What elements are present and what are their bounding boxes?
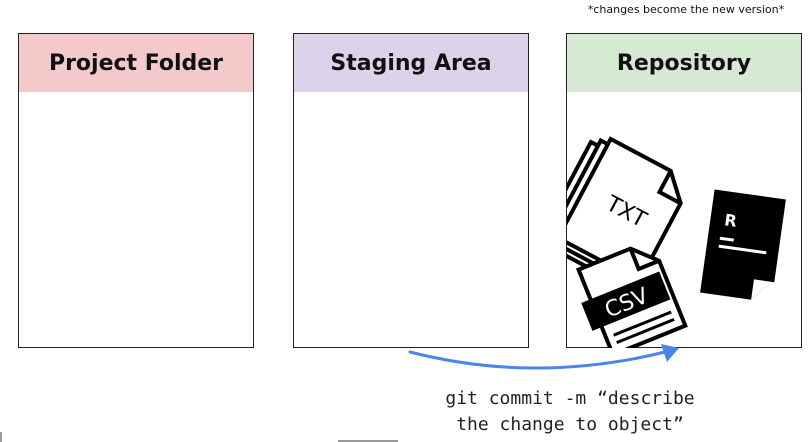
project-folder-body xyxy=(19,92,253,348)
staging-area-body xyxy=(294,92,528,348)
r-script-document-icon: R xyxy=(700,189,786,300)
commit-command-line-2: the change to object” xyxy=(456,414,684,435)
edge-mark xyxy=(0,432,2,442)
commit-command: git commit -m “describe the change to ob… xyxy=(400,386,740,438)
commit-command-line-1: git commit -m “describe xyxy=(445,388,695,409)
r-label: R xyxy=(723,210,738,231)
repository-body: TXT R CSV xyxy=(567,92,801,348)
repository-panel: Repository TXT R xyxy=(566,33,802,348)
project-folder-title: Project Folder xyxy=(19,34,253,92)
project-folder-panel: Project Folder xyxy=(18,33,254,348)
bottom-divider xyxy=(338,440,398,442)
staging-area-title: Staging Area xyxy=(294,34,528,92)
commit-arrow xyxy=(408,344,679,370)
csv-document-icon: CSV xyxy=(575,246,688,348)
repository-files: TXT R CSV xyxy=(567,136,786,348)
staging-area-panel: Staging Area xyxy=(293,33,529,348)
version-note: *changes become the new version* xyxy=(587,3,785,16)
repository-title: Repository xyxy=(567,34,801,92)
